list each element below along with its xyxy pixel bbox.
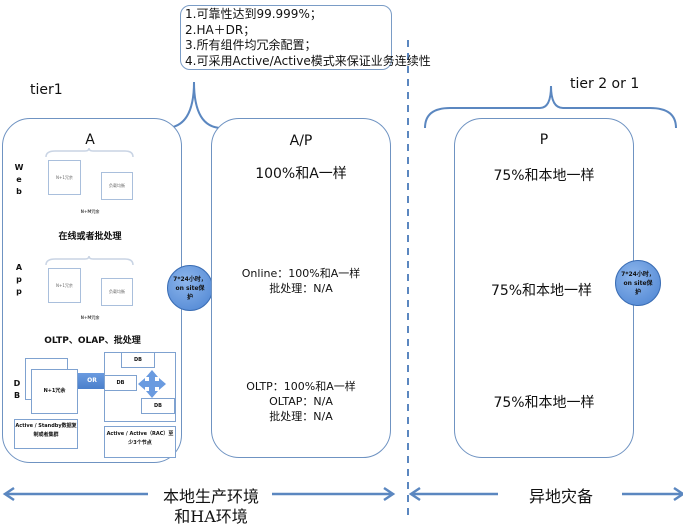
web-row-label: W e b	[14, 163, 24, 196]
ap-db-cell: OLTP：100%和A一样 OLTAP：N/A 批处理：N/A	[246, 380, 356, 423]
db-active-active-box: Active / Active（RAC）至少3个节点	[104, 426, 176, 458]
db-or-connector: OR	[78, 373, 106, 389]
requirement-line: 3.所有组件均冗余配置；	[185, 38, 317, 52]
db-node: DB	[141, 398, 175, 414]
tier2-brace	[424, 85, 677, 129]
db-node: DB	[104, 375, 137, 391]
ha-environment-label: 和HA环境	[174, 507, 248, 526]
column-ap-title: A/P	[289, 133, 313, 149]
app-redundancy-box: N+1冗余	[48, 268, 81, 303]
onsite-support-badge: 7*24小时，on site保护	[615, 260, 661, 306]
app-row-label: A p p	[15, 263, 23, 296]
p-db-cell: 75%和本地一样	[493, 395, 595, 411]
db-active-standby-box: Active / Standby数据复制或者集群	[14, 419, 78, 449]
local-span-arrow	[2, 486, 396, 502]
p-web-cell: 75%和本地一样	[493, 168, 595, 184]
db-section-title: OLTP、OLAP、批处理	[44, 336, 141, 346]
ap-web-cell: 100%和A一样	[255, 166, 347, 182]
app-brace-icon	[45, 256, 134, 266]
app-section-title: 在线或者批处理	[58, 232, 122, 242]
requirement-line: 4.可采用Active/Active模式来保证业务连续性	[185, 53, 431, 68]
web-brace-icon	[45, 148, 134, 158]
remote-span-arrow	[408, 486, 683, 502]
tier2-label: tier 2 or 1	[570, 76, 640, 92]
column-a-title: A	[85, 132, 95, 148]
db-standby-box: N+1冗余	[31, 369, 78, 414]
column-p	[454, 118, 634, 458]
web-redundancy-box: N+1冗余	[48, 160, 81, 195]
requirement-line: 1.可靠性达到99.999%；	[185, 7, 322, 21]
app-caption: N+M冗余	[80, 315, 100, 320]
ap-app-cell: Online：100%和A一样 批处理：N/A	[241, 267, 361, 295]
onsite-support-badge: 7*24小时，on site保护	[167, 265, 213, 311]
db-sync-arrows-icon	[138, 370, 166, 398]
requirement-line: 2.HA＋DR；	[185, 22, 256, 37]
local-environment-label: 本地生产环境	[162, 487, 259, 506]
db-row-label: D B	[13, 379, 21, 400]
remote-dr-label: 异地灾备	[528, 487, 593, 506]
requirements-note: 1.可靠性达到99.999%； 2.HA＋DR； 3.所有组件均冗余配置； 4.…	[180, 5, 431, 70]
web-loadbalance-box: 负载均衡	[101, 172, 133, 200]
tier1-label: tier1	[30, 82, 63, 98]
app-loadbalance-box: 负载均衡	[101, 278, 133, 306]
web-caption: N+M冗余	[80, 209, 100, 214]
p-app-cell: 75%和本地一样	[490, 283, 593, 299]
column-ap	[211, 118, 391, 458]
column-p-title: P	[539, 132, 549, 148]
db-node: DB	[121, 352, 155, 368]
